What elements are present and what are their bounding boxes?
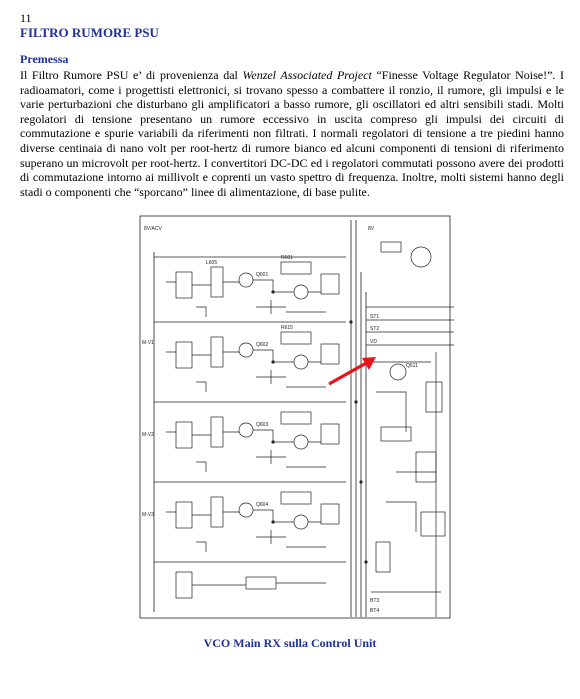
label-right4: ST2 (370, 326, 379, 332)
section-heading: Premessa (20, 52, 69, 66)
wenzel-project-name: Wenzel Associated Project (242, 68, 372, 82)
label-q4: Q604 (256, 502, 268, 508)
label-r2: R615 (281, 325, 293, 331)
label-q2: Q602 (256, 342, 268, 348)
label-bottom2: BT4 (370, 608, 379, 614)
vco-schematic: 8V/ACV R601 R615 L605 Q601 Q602 Q603 Q60… (136, 212, 458, 622)
label-right5: Q611 (406, 363, 418, 369)
label-side1: M-V1 (142, 340, 154, 346)
document-title: FILTRO RUMORE PSU (20, 25, 159, 40)
vco-block-2 (154, 331, 346, 403)
label-side3: M-V3 (142, 512, 154, 518)
label-q3: Q603 (256, 422, 268, 428)
label-top-left: 8V/ACV (144, 226, 162, 232)
label-l1: L605 (206, 260, 217, 266)
label-side2: M-V2 (142, 432, 154, 438)
right-section (366, 241, 454, 617)
label-r1: R601 (281, 255, 293, 261)
red-arrow (328, 357, 376, 386)
schematic-figure: 8V/ACV R601 R615 L605 Q601 Q602 Q603 Q60… (136, 212, 458, 622)
vco-block-3 (154, 411, 346, 483)
para-text-2: “Finesse Voltage Regulator Noise!”. I ra… (20, 68, 564, 199)
para-text-1: Il Filtro Rumore PSU e’ di provenienza d… (20, 68, 243, 82)
label-right2: VD (370, 339, 377, 345)
figure-caption: VCO Main RX sulla Control Unit (203, 636, 377, 650)
page-number: 11 (20, 11, 32, 25)
label-bottom1: BT3 (370, 598, 379, 604)
vco-block-4 (154, 491, 346, 599)
label-right1: 8V (368, 226, 375, 232)
label-q1: Q601 (256, 272, 268, 278)
label-right3: ST1 (370, 314, 379, 320)
intro-paragraph: Il Filtro Rumore PSU e’ di provenienza d… (20, 68, 564, 199)
vco-block-1 (154, 256, 346, 323)
